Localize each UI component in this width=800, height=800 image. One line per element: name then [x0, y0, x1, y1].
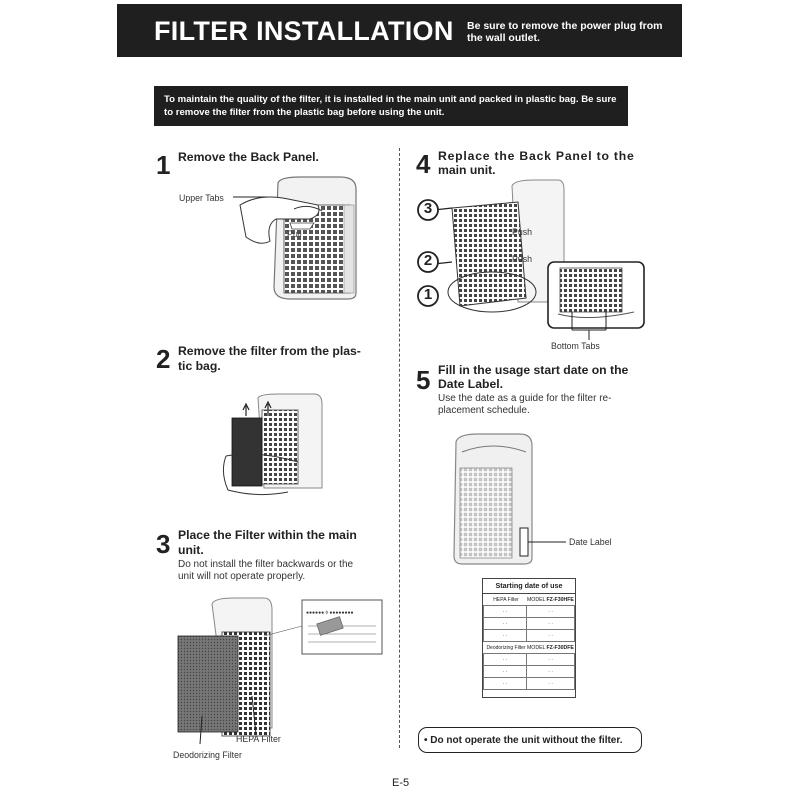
step-4-title-line2: main unit.: [438, 163, 496, 177]
header-bar: [117, 4, 682, 57]
date-cell: · ·: [482, 629, 528, 642]
date-cell: · ·: [526, 653, 575, 666]
step-5-title-line1: Fill in the usage start date on the: [438, 363, 629, 377]
table-row: Deodorizing Filter MODEL FZ-F30DFE: [484, 642, 575, 654]
page-title: FILTER INSTALLATION: [154, 16, 454, 46]
notice-text: To maintain the quality of the filter, i…: [164, 94, 617, 118]
date-label-card-title: Starting date of use: [483, 579, 575, 594]
date-cell: · ·: [526, 665, 575, 678]
column-divider: [399, 148, 400, 748]
step-4-title-line1: Replace the Back Panel to the: [438, 149, 635, 163]
date-cell: · ·: [482, 665, 528, 678]
step-3-desc-line2: unit will not operate properly.: [178, 571, 306, 582]
step-5-desc-line2: placement schedule.: [438, 405, 530, 416]
warning-text: • Do not operate the unit without the fi…: [424, 735, 623, 746]
date-cell: · ·: [526, 629, 575, 642]
date-label-table: HEPA Filter MODEL FZ-F30HFE · ·· · · ·· …: [482, 594, 575, 690]
upper-tabs-label: Upper Tabs: [179, 193, 224, 203]
step-2-title-line1: Remove the filter from the plas-: [178, 344, 361, 358]
svg-text:●●●●●● ◊ ●●●●●●●●: ●●●●●● ◊ ●●●●●●●●: [306, 610, 354, 616]
date-cell: · ·: [482, 653, 528, 666]
step-2-title-line2: tic bag.: [178, 359, 221, 373]
deodorizing-model: FZ-F30DFE: [546, 644, 574, 651]
step-1-number: 1: [156, 150, 171, 180]
step-1-title: Remove the Back Panel.: [178, 150, 319, 164]
warning-box: [418, 727, 642, 753]
table-row: · ·· ·: [482, 629, 575, 642]
table-row: · ·· ·: [482, 677, 575, 690]
date-cell: · ·: [526, 605, 575, 618]
step-4-number: 4: [416, 149, 431, 179]
date-label-callout: Date Label: [569, 537, 612, 547]
table-row: HEPA Filter MODEL FZ-F30HFE: [484, 594, 575, 606]
table-row: · ·· ·: [482, 617, 575, 630]
step-3-illustration: ●●●●●● ◊ ●●●●●●●●: [177, 597, 383, 745]
hepa-filter-label: HEPA Filter: [236, 734, 281, 744]
push-label-bottom: Push: [512, 254, 533, 264]
model-header: MODEL: [526, 596, 546, 603]
table-row: · ·· ·: [482, 653, 575, 666]
date-cell: · ·: [482, 677, 528, 690]
page-number: E-5: [392, 777, 410, 789]
step-1-illustration: [233, 176, 357, 300]
date-cell: · ·: [526, 617, 575, 630]
step-2-number: 2: [156, 344, 171, 374]
date-label-card: Starting date of use HEPA Filter MODEL F…: [482, 578, 576, 698]
date-cell: · ·: [482, 605, 528, 618]
step-3-desc-line1: Do not install the filter backwards or t…: [178, 559, 354, 570]
model-header: MODEL: [526, 644, 546, 651]
step-5-number: 5: [416, 365, 431, 395]
step-3-number: 3: [156, 529, 171, 559]
step-5-illustration: [453, 433, 566, 565]
hepa-filter-row-label: HEPA Filter: [493, 596, 519, 603]
deodorizing-filter-label: Deodorizing Filter: [173, 750, 242, 760]
circle-number-3: 3: [423, 200, 433, 217]
table-row: · ·· ·: [482, 665, 575, 678]
step-3-title-line1: Place the Filter within the main: [178, 528, 357, 542]
date-cell: · ·: [526, 677, 575, 690]
step-5-desc-line1: Use the date as a guide for the filter r…: [438, 393, 612, 404]
step-5-title-line2: Date Label.: [438, 377, 504, 391]
step-3-title-line2: unit.: [178, 543, 204, 557]
notice-box: [154, 86, 628, 126]
pull-label: Pull: [287, 229, 302, 239]
bottom-tabs-label: Bottom Tabs: [551, 341, 600, 351]
push-label-top: Push: [512, 227, 533, 237]
date-cell: · ·: [482, 617, 528, 630]
step-4-illustration: [417, 179, 645, 340]
circle-number-2: 2: [423, 252, 433, 269]
table-row: · ·· ·: [482, 605, 575, 618]
hepa-model: FZ-F30HFE: [546, 596, 574, 603]
deodorizing-filter-row-label: Deodorizing Filter: [486, 644, 526, 651]
header-note: Be sure to remove the power plug from th…: [467, 20, 663, 44]
circle-number-1: 1: [423, 286, 433, 303]
step-2-illustration: [222, 393, 323, 496]
